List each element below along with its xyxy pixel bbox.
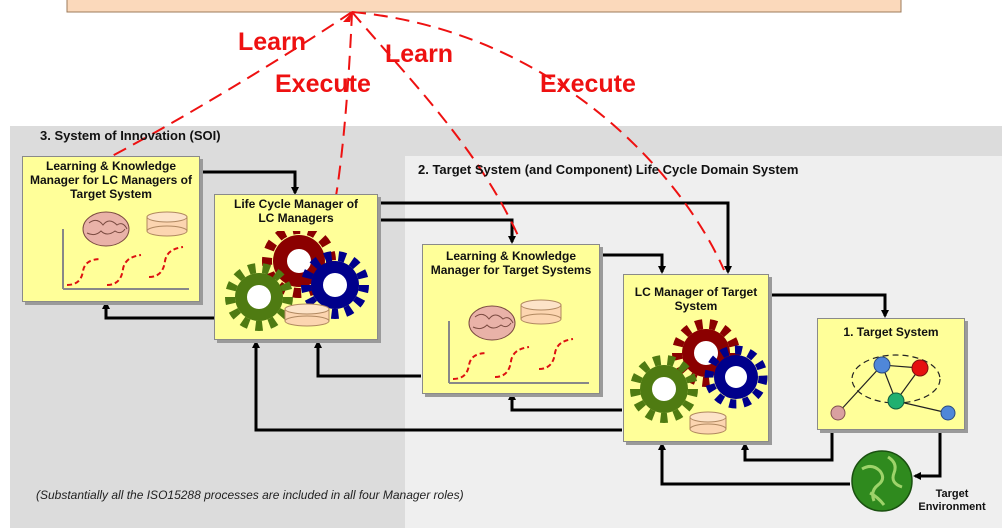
gear-icon (225, 231, 369, 331)
lc-manager-target-system-title: LC Manager of Target System (634, 285, 758, 313)
learning-curve-icon (62, 229, 189, 290)
globe-icon (851, 450, 913, 512)
lk-manager-target-systems-title: Learning & Knowledge Manager for Target … (430, 249, 592, 277)
lk-manager-lc-managers-title: Learning & Knowledge Manager for LC Mana… (29, 159, 193, 201)
lk-manager-target-systems-box: Learning & Knowledge Manager for Target … (422, 244, 600, 394)
execute-label-1: Execute (275, 70, 371, 98)
learn-label-1: Learn (238, 28, 307, 56)
target-environment-label: Target Environment (918, 488, 986, 513)
lc-manager-of-lc-managers-title: Life Cycle Manager of LC Managers (233, 197, 359, 225)
top-box (66, 0, 902, 13)
footnote: (Substantially all the ISO15288 processe… (36, 488, 464, 502)
arc-apex-arrow (343, 12, 352, 22)
database-icon (520, 299, 562, 325)
execute-label-2: Execute (540, 70, 636, 98)
target-system-box: 1. Target System (817, 318, 965, 430)
connector-arrows (102, 170, 944, 486)
learning-curve-icon (448, 321, 589, 384)
lc-manager-target-system-box: LC Manager of Target System (623, 274, 769, 442)
gear-icon (630, 319, 768, 435)
network-icon (830, 354, 956, 421)
lk-manager-lc-managers-box: Learning & Knowledge Manager for LC Mana… (22, 156, 200, 302)
learn-label-2: Learn (385, 40, 454, 68)
brain-icon (82, 211, 130, 247)
brain-icon (468, 305, 516, 341)
lc-domain-title: 2. Target System (and Component) Life Cy… (418, 162, 799, 177)
database-icon (146, 211, 188, 237)
soi-title: 3. System of Innovation (SOI) (40, 128, 221, 143)
learn-execute-arcs (111, 11, 725, 271)
lc-manager-of-lc-managers-box: Life Cycle Manager of LC Managers (214, 194, 378, 340)
target-system-title: 1. Target System (843, 325, 939, 339)
